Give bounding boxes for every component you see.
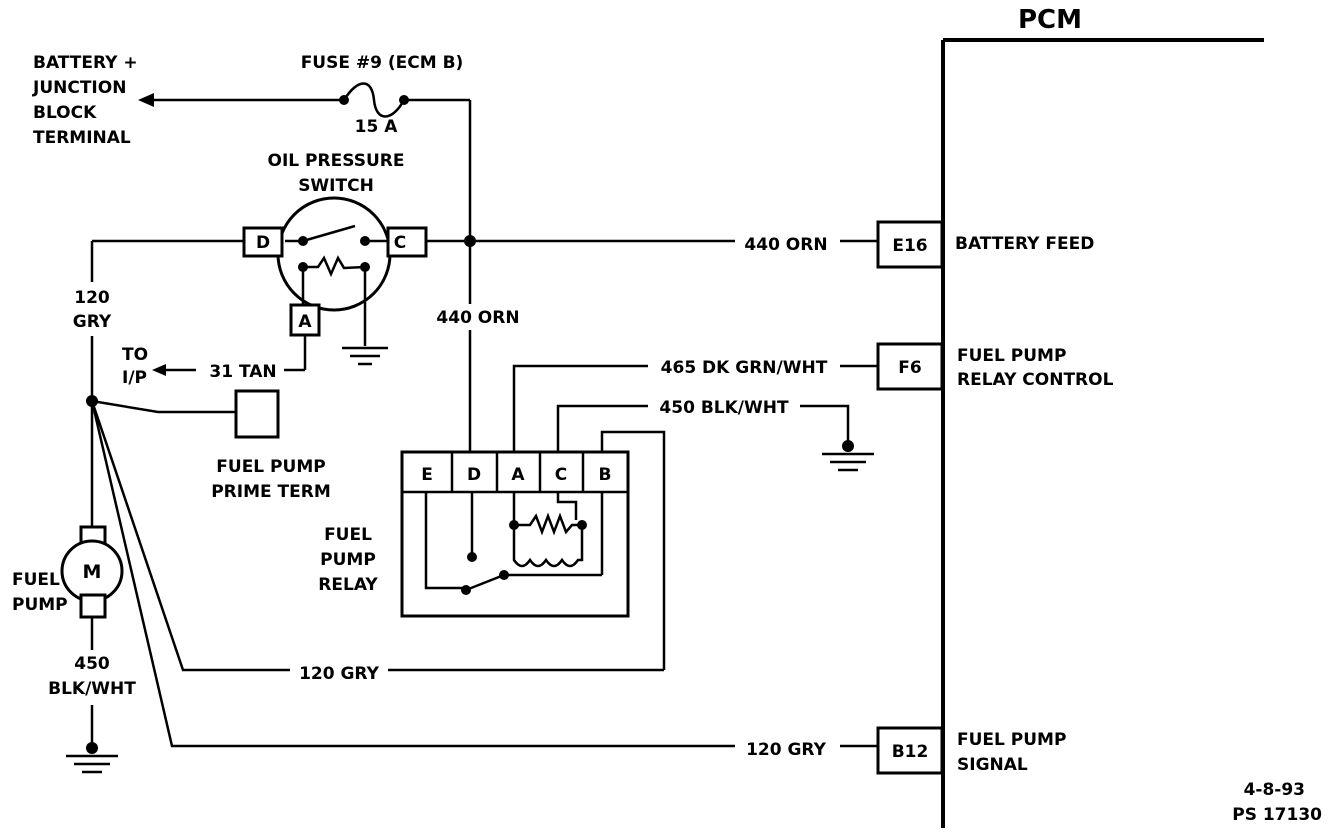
pcm-pin-f6-desc-2: RELAY CONTROL [957,370,1114,390]
oil-switch-terminal-a [289,303,321,337]
relay-control-wires [512,364,878,670]
relay-label-2: PUMP [320,550,376,570]
fuel-pump-prime-term [234,389,280,439]
wire-label-120-gry-signal: 120 GRY [746,740,827,760]
wire-label-120-gry-bottom: 120 GRY [299,664,380,684]
wire-label-blk-wht-pump: BLK/WHT [48,679,136,699]
motor-symbol: M [83,561,102,583]
wire-label-465-dk-grn-wht: 465 DK GRN/WHT [661,358,828,378]
pcm-pin-b12-label: B12 [892,742,929,762]
relay-terminal-c: C [555,465,567,485]
wire-label-450-pump: 450 [74,654,110,674]
to-ip-label-2: I/P [122,368,147,388]
orn-battery-feed-wire [426,235,878,247]
wire-label-gry-left: GRY [73,312,112,332]
oil-switch-ground-symbol [342,346,388,366]
wire-label-440-orn-vertical: 440 ORN [436,308,519,328]
relay-label-1: FUEL [324,525,372,545]
footer-date: 4-8-93 [1244,780,1305,800]
battery-label-4: TERMINAL [33,128,131,148]
fuel-pump-motor [60,525,124,774]
battery-label-2: JUNCTION [32,78,126,98]
wire-label-bg [438,304,522,330]
pcm-pin-e16 [876,220,944,269]
oil-switch-terminal-a-label: A [298,312,312,332]
fuse-symbol [339,82,409,118]
pump-label-2: PUMP [12,595,68,615]
pcm-pin-e16-label: E16 [892,236,927,256]
prime-term-label-1: FUEL PUMP [216,457,325,477]
tan-wire [152,335,307,376]
to-ip-label-1: TO [122,345,148,365]
footer-code: PS 17130 [1232,805,1322,825]
oil-switch-label-1: OIL PRESSURE [268,151,405,171]
pcm-pin-f6-desc-1: FUEL PUMP [957,346,1066,366]
relay-ground-symbol [822,440,874,472]
relay-terminal-e: E [421,465,433,485]
oil-switch-label-2: SWITCH [298,176,374,196]
pcm-pin-b12-desc-1: FUEL PUMP [957,730,1066,750]
relay-internals [424,492,604,595]
oil-switch-terminal-d-label: D [256,233,270,253]
relay-label-3: RELAY [318,575,378,595]
prime-term-label-2: PRIME TERM [211,482,331,502]
pcm-pin-f6 [876,342,944,391]
battery-feed-wire [138,93,472,452]
wire-label-31-tan: 31 TAN [209,362,276,382]
wire-label-120-left: 120 [74,288,110,308]
fuse-rating: 15 A [355,117,399,137]
fuse-name: FUSE #9 (ECM B) [301,53,464,73]
oil-switch-terminal-c-label: C [394,233,406,253]
wire-label-450-blk-wht-relay: 450 BLK/WHT [659,398,789,418]
relay-terminal-d: D [467,465,481,485]
pcm-pin-e16-desc: BATTERY FEED [955,234,1094,254]
relay-terminal-a: A [511,465,525,485]
relay-terminal-b: B [599,465,612,485]
pump-label-1: FUEL [12,570,60,590]
pcm-pin-b12 [876,726,944,775]
wire-label-440-orn: 440 ORN [744,235,827,255]
battery-label-3: BLOCK [33,103,97,123]
battery-label-1: BATTERY + [33,53,138,73]
gry-left-wire [86,239,878,748]
pcm-pin-b12-desc-2: SIGNAL [957,755,1028,775]
pcm-pin-f6-label: F6 [898,358,921,378]
oil-switch-terminal-c [386,226,428,258]
pcm-title: PCM [1018,5,1082,35]
